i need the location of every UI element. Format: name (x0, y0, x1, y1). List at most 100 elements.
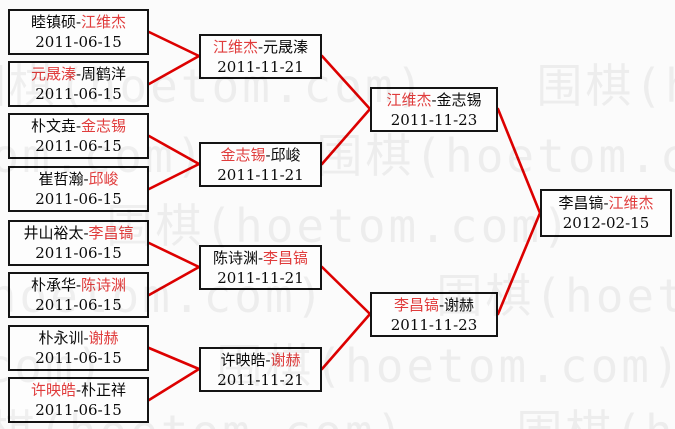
match-box-r1-m1: 睦镇硕-江维杰 2011-06-15 (8, 9, 149, 55)
dash-separator: - (75, 117, 82, 135)
player-name: 朴永训 (38, 329, 84, 347)
player-name: 邱峻 (270, 145, 301, 164)
dash-separator: - (75, 13, 82, 31)
match-result: 陈诗渊-李昌镐 (201, 248, 320, 268)
match-date: 2011-06-15 (35, 190, 122, 208)
match-date: 2011-11-21 (217, 370, 304, 389)
match-box-r2-m1: 江维杰-元晟溱 2011-11-21 (199, 34, 322, 79)
match-box-sf-m1: 江维杰-金志锡 2011-11-23 (370, 87, 498, 132)
player-name: 李昌镐 (263, 248, 309, 267)
connector-line (147, 241, 201, 269)
match-result: 朴文垚-金志锡 (10, 116, 147, 136)
connector-line (147, 367, 201, 402)
player-name: 金志锡 (81, 117, 127, 135)
match-date: 2011-06-15 (35, 349, 122, 367)
match-date: 2011-06-15 (35, 244, 122, 262)
player-name: 李昌镐 (558, 194, 604, 212)
player-name: 元晟溱 (263, 37, 309, 56)
player-name: 朴正祥 (81, 381, 127, 399)
match-result: 许映皓-朴正祥 (10, 380, 147, 400)
connector-line (147, 54, 201, 86)
connector-line (320, 54, 372, 111)
player-name: 谢赫 (88, 329, 119, 347)
dash-separator: - (257, 248, 264, 267)
match-box-r1-m6: 朴承华-陈诗渊 2011-06-15 (8, 272, 149, 318)
player-name: 元晟溱 (30, 65, 76, 83)
player-name: 朴文垚 (30, 117, 76, 135)
player-name: 江维杰 (386, 90, 432, 109)
match-date: 2011-11-21 (217, 268, 304, 287)
player-name: 许映皓 (220, 350, 266, 369)
match-result: 李昌镐-谢赫 (372, 295, 496, 315)
dash-separator: - (265, 350, 271, 369)
match-date: 2011-06-15 (35, 137, 122, 155)
match-box-r2-m4: 许映皓-谢赫 2011-11-21 (199, 347, 322, 392)
dash-separator: - (603, 194, 609, 212)
match-box-r1-m8: 许映皓-朴正祥 2011-06-15 (8, 377, 149, 423)
connector-line (147, 30, 201, 58)
match-result: 睦镇硕-江维杰 (10, 12, 147, 32)
dash-separator: - (431, 90, 437, 109)
dash-separator: - (83, 224, 89, 242)
dash-separator: - (75, 381, 82, 399)
match-date: 2011-11-23 (390, 315, 478, 334)
match-box-r2-m3: 陈诗渊-李昌镐 2011-11-21 (199, 245, 322, 290)
match-box-final: 李昌镐-江维杰 2012-02-15 (540, 189, 672, 237)
match-result: 李昌镐-江维杰 (542, 193, 670, 213)
dash-separator: - (75, 65, 82, 83)
dash-separator: - (83, 329, 89, 347)
connector-line (147, 162, 201, 191)
player-name: 江维杰 (81, 13, 127, 31)
player-name: 金志锡 (436, 90, 482, 109)
player-name: 邱峻 (88, 170, 119, 188)
player-name: 周鹤洋 (81, 65, 127, 83)
match-box-r1-m2: 元晟溱-周鹤洋 2011-06-15 (8, 61, 149, 107)
connector-line (147, 346, 201, 371)
player-name: 许映皓 (30, 381, 76, 399)
match-result: 朴承华-陈诗渊 (10, 275, 147, 295)
player-name: 井山裕太 (23, 224, 84, 242)
dash-separator: - (265, 145, 271, 164)
player-name: 朴承华 (30, 276, 76, 294)
connector-line (320, 312, 372, 371)
match-result: 许映皓-谢赫 (201, 350, 320, 370)
match-date: 2011-11-21 (217, 165, 304, 184)
match-box-r1-m4: 崔哲瀚-邱峻 2011-06-15 (8, 166, 149, 212)
player-name: 谢赫 (444, 295, 475, 314)
player-name: 李昌镐 (88, 224, 134, 242)
player-name: 江维杰 (608, 194, 654, 212)
player-name: 崔哲瀚 (38, 170, 84, 188)
match-box-sf-m2: 李昌镐-谢赫 2011-11-23 (370, 292, 498, 337)
dash-separator: - (75, 276, 82, 294)
match-result: 元晟溱-周鹤洋 (10, 64, 147, 84)
match-result: 崔哲瀚-邱峻 (10, 169, 147, 189)
player-name: 江维杰 (212, 37, 258, 56)
player-name: 金志锡 (220, 145, 266, 164)
match-result: 江维杰-金志锡 (372, 90, 496, 110)
match-date: 2011-06-15 (35, 33, 122, 51)
player-name: 陈诗渊 (81, 276, 127, 294)
match-date: 2012-02-15 (562, 214, 650, 232)
dash-separator: - (438, 295, 445, 314)
connector-line (496, 211, 542, 316)
match-box-r1-m3: 朴文垚-金志锡 2011-06-15 (8, 113, 149, 159)
match-result: 井山裕太-李昌镐 (10, 223, 147, 243)
player-name: 陈诗渊 (212, 248, 258, 267)
match-date: 2011-11-23 (390, 110, 478, 129)
match-result: 朴永训-谢赫 (10, 328, 147, 348)
match-box-r1-m7: 朴永训-谢赫 2011-06-15 (8, 325, 149, 371)
match-date: 2011-11-21 (217, 57, 304, 76)
player-name: 睦镇硕 (30, 13, 76, 31)
connector-line (320, 107, 372, 166)
match-date: 2011-06-15 (35, 401, 122, 419)
match-result: 金志锡-邱峻 (201, 145, 320, 165)
player-name: 李昌镐 (393, 295, 439, 314)
connector-line (320, 265, 372, 316)
connector-line (496, 107, 542, 215)
match-box-r1-m5: 井山裕太-李昌镐 2011-06-15 (8, 220, 149, 266)
match-box-r2-m2: 金志锡-邱峻 2011-11-21 (199, 142, 322, 187)
match-result: 江维杰-元晟溱 (201, 37, 320, 57)
connector-line (147, 265, 201, 297)
